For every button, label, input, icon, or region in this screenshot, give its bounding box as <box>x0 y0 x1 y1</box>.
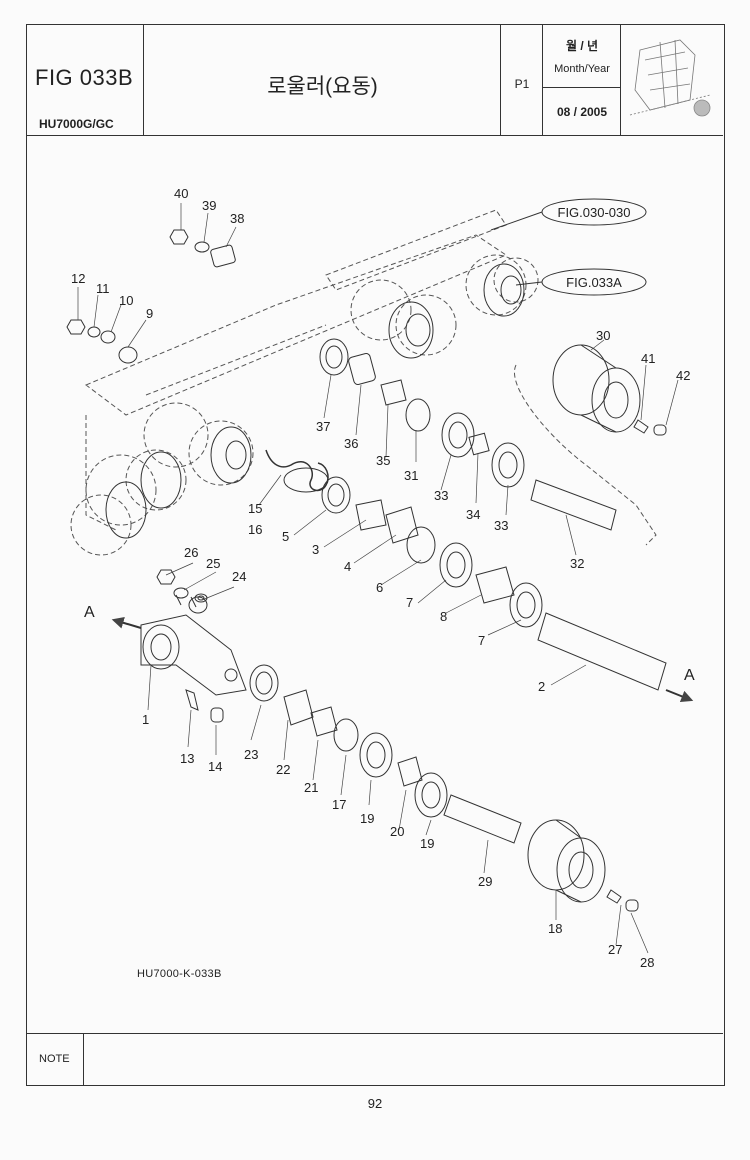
callout: 2 <box>538 679 545 694</box>
callout: 26 <box>184 545 198 560</box>
callout: 24 <box>232 569 246 584</box>
fig-number: FIG 033B <box>35 65 134 90</box>
callout: 31 <box>404 468 418 483</box>
callout: 28 <box>640 955 654 970</box>
section-marker-right: A <box>684 667 695 684</box>
callout: 14 <box>208 759 222 774</box>
section-marker-left: A <box>84 604 95 621</box>
callout: 17 <box>332 797 346 812</box>
date-cell <box>543 25 621 136</box>
callout: 23 <box>244 747 258 762</box>
model-name: HU7000G/GC <box>39 117 114 131</box>
callout: 12 <box>71 271 85 286</box>
date-label-korean: 월 / 년 <box>565 39 599 53</box>
callout: 6 <box>376 580 383 595</box>
callout: 27 <box>608 942 622 957</box>
callout: 18 <box>548 921 562 936</box>
callout: 11 <box>96 281 110 296</box>
callout: 9 <box>146 306 153 321</box>
callout: 13 <box>180 751 194 766</box>
page-number: 92 <box>367 1096 383 1111</box>
callout: 39 <box>202 198 216 213</box>
callout: 21 <box>304 780 318 795</box>
callout: 7 <box>478 633 485 648</box>
page-title: 로울러(요동) <box>267 75 378 98</box>
callout: 10 <box>119 293 133 308</box>
note-divider <box>27 1033 723 1034</box>
callout: 16 <box>248 522 262 537</box>
callout: 20 <box>390 824 404 839</box>
callout: 3 <box>312 542 319 557</box>
callout: 7 <box>406 595 413 610</box>
reference-label-fig030: FIG.030-030 <box>558 205 631 220</box>
date-divider <box>543 87 620 88</box>
fig-cell <box>27 25 144 136</box>
callout: 19 <box>360 811 374 826</box>
note-label: NOTE <box>39 1053 70 1065</box>
callout: 38 <box>230 211 244 226</box>
date-value: 08 / 2005 <box>556 105 608 119</box>
callout: 32 <box>570 556 584 571</box>
callout: 35 <box>376 453 390 468</box>
callout: 8 <box>440 609 447 624</box>
callout: 33 <box>494 518 508 533</box>
title-cell <box>144 25 501 136</box>
callout: 40 <box>174 186 188 201</box>
page-frame: FIG 033B HU7000G/GC 로울러(요동) P1 월 / 년 Mon… <box>26 24 725 1086</box>
callout: 34 <box>466 507 480 522</box>
callout: 42 <box>676 368 690 383</box>
note-label-cell <box>27 1033 84 1085</box>
header-divider <box>27 135 723 136</box>
drawing-code: HU7000-K-033B <box>137 968 222 980</box>
callout: 33 <box>434 488 448 503</box>
callout: 30 <box>596 328 610 343</box>
callout: 41 <box>641 351 655 366</box>
callout: 15 <box>248 501 262 516</box>
callout: 36 <box>344 436 358 451</box>
callout: 29 <box>478 874 492 889</box>
reference-label-fig033a: FIG.033A <box>566 275 622 290</box>
callout: 22 <box>276 762 290 777</box>
page-code-cell <box>501 25 543 136</box>
callout: 19 <box>420 836 434 851</box>
callout: 5 <box>282 529 289 544</box>
callout: 4 <box>344 559 351 574</box>
page-code: P1 <box>514 77 530 91</box>
machine-thumbnail-icon <box>629 39 711 117</box>
exploded-parts-diagram: FIG.030-030 FIG.033A A A 40 39 38 12 11 … <box>66 186 695 970</box>
date-label-english: Month/Year <box>554 63 610 75</box>
callout: 37 <box>316 419 330 434</box>
callout: 25 <box>206 556 220 571</box>
callout: 1 <box>142 712 149 727</box>
